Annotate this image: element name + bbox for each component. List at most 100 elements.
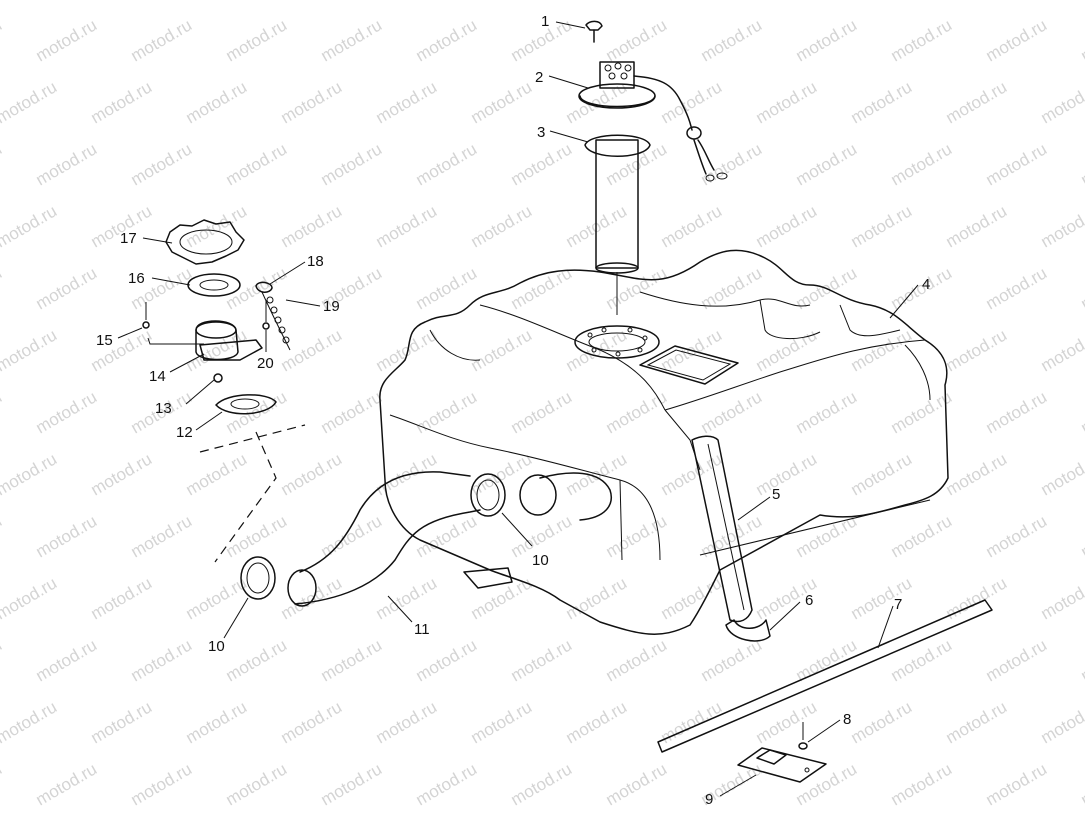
watermark-text: motod.ru — [943, 697, 1011, 747]
watermark-text: motod.ru — [753, 0, 821, 3]
watermark-text: motod.ru — [413, 387, 481, 437]
watermark-text: motod.ru — [793, 139, 861, 189]
callout-1: 1 — [541, 13, 549, 30]
watermark-text: motod.ru — [1078, 263, 1085, 313]
watermark-text: motod.ru — [33, 139, 101, 189]
watermark-text: motod.ru — [468, 201, 536, 251]
watermark-text: motod.ru — [1038, 697, 1085, 747]
watermark-text: motod.ru — [278, 697, 346, 747]
watermark-text: motod.ru — [848, 449, 916, 499]
callout-6: 6 — [805, 592, 813, 609]
watermark-text: motod.ru — [468, 325, 536, 375]
watermark-text: motod.ru — [943, 0, 1011, 3]
support-rail — [657, 599, 993, 753]
watermark-text: motod.ru — [373, 325, 441, 375]
assembly-line-hose — [214, 431, 277, 563]
watermark-text: motod.ru — [563, 573, 631, 623]
watermark-text: motod.ru — [603, 263, 671, 313]
watermark-text: motod.ru — [888, 15, 956, 65]
watermark-text: motod.ru — [508, 139, 576, 189]
callout-8: 8 — [843, 711, 851, 728]
watermark-text: motod.ru — [753, 201, 821, 251]
watermark-text: motod.ru — [508, 759, 576, 809]
watermark-text: motod.ru — [128, 759, 196, 809]
watermark-text: motod.ru — [563, 0, 631, 3]
watermark-text: motod.ru — [983, 139, 1051, 189]
watermark-text: motod.ru — [183, 697, 251, 747]
watermark-text: motod.ru — [88, 573, 156, 623]
watermark-text: motod.ru — [413, 511, 481, 561]
watermark-text: motod.ru — [603, 759, 671, 809]
watermark-text: motod.ru — [848, 201, 916, 251]
watermark-text: motod.ru — [278, 0, 346, 3]
watermark-text: motod.ru — [1038, 449, 1085, 499]
watermark-text: motod.ru — [128, 139, 196, 189]
tank-strap — [691, 435, 771, 642]
watermark-text: motod.ru — [318, 139, 386, 189]
watermark-text: motod.ru — [888, 635, 956, 685]
callout-15: 15 — [96, 332, 113, 349]
leader-lines — [117, 21, 919, 797]
watermark-text: motod.ru — [223, 635, 291, 685]
watermark-text: motod.ru — [373, 697, 441, 747]
watermark-text: motod.ru — [0, 15, 5, 65]
watermark-text: motod.ru — [698, 511, 766, 561]
watermark-text: motod.ru — [318, 635, 386, 685]
watermark-text: motod.ru — [183, 573, 251, 623]
watermark-text: motod.ru — [413, 759, 481, 809]
filler-cap-assembly — [142, 219, 291, 415]
watermark-text: motod.ru — [698, 15, 766, 65]
watermark-text: motod.ru — [183, 0, 251, 3]
watermark-text: motod.ru — [33, 635, 101, 685]
watermark-text: motod.ru — [278, 449, 346, 499]
watermark-text: motod.ru — [88, 449, 156, 499]
watermark-text: motod.ru — [0, 697, 60, 747]
watermark-text: motod.ru — [183, 77, 251, 127]
watermark-text: motod.ru — [128, 15, 196, 65]
watermark-text: motod.ru — [943, 449, 1011, 499]
watermark-text: motod.ru — [33, 263, 101, 313]
watermark-text: motod.ru — [318, 15, 386, 65]
callout-9: 9 — [705, 791, 713, 808]
watermark-text: motod.ru — [603, 139, 671, 189]
watermark-text: motod.ru — [1078, 15, 1085, 65]
watermark-text: motod.ru — [223, 139, 291, 189]
callout-5: 5 — [772, 486, 780, 503]
watermark-text: motod.ru — [0, 573, 60, 623]
watermark-text: motod.ru — [793, 15, 861, 65]
watermark-text: motod.ru — [508, 635, 576, 685]
watermark-text: motod.ru — [318, 387, 386, 437]
watermark-text: motod.ru — [1038, 77, 1085, 127]
watermark-text: motod.ru — [278, 77, 346, 127]
callout-18: 18 — [307, 253, 324, 270]
watermark-text: motod.ru — [793, 635, 861, 685]
callout-14: 14 — [149, 368, 166, 385]
watermark-text: motod.ru — [848, 0, 916, 3]
watermark-text: motod.ru — [848, 697, 916, 747]
watermark-text: motod.ru — [888, 759, 956, 809]
watermark-text: motod.ru — [0, 449, 60, 499]
watermark-text: motod.ru — [0, 511, 5, 561]
watermark-text: motod.ru — [33, 387, 101, 437]
fuel-pump-sender — [578, 20, 728, 315]
watermark-text: motod.ru — [1038, 201, 1085, 251]
callout-10-left: 10 — [208, 638, 225, 655]
watermark-text: motod.ru — [1078, 387, 1085, 437]
watermark-text: motod.ru — [223, 15, 291, 65]
watermark-text: motod.ru — [793, 387, 861, 437]
mount-plate — [737, 722, 827, 783]
watermark-text: motod.ru — [753, 77, 821, 127]
watermark-text: motod.ru — [1038, 0, 1085, 3]
watermark-text: motod.ru — [753, 325, 821, 375]
callout-labels: 1 2 3 4 5 6 7 8 9 10 10 11 12 13 14 15 1… — [96, 13, 930, 808]
watermark-text: motod.ru — [1078, 139, 1085, 189]
watermark-text: motod.ru — [698, 139, 766, 189]
fuel-tank — [379, 249, 949, 635]
callout-20: 20 — [257, 355, 274, 372]
callout-17: 17 — [120, 230, 137, 247]
watermark-text: motod.ru — [848, 77, 916, 127]
assembly-line-cap — [199, 424, 306, 453]
watermark-text: motod.ru — [1038, 573, 1085, 623]
watermark-text: motod.ru — [0, 139, 5, 189]
watermark-text: motod.ru — [1078, 511, 1085, 561]
